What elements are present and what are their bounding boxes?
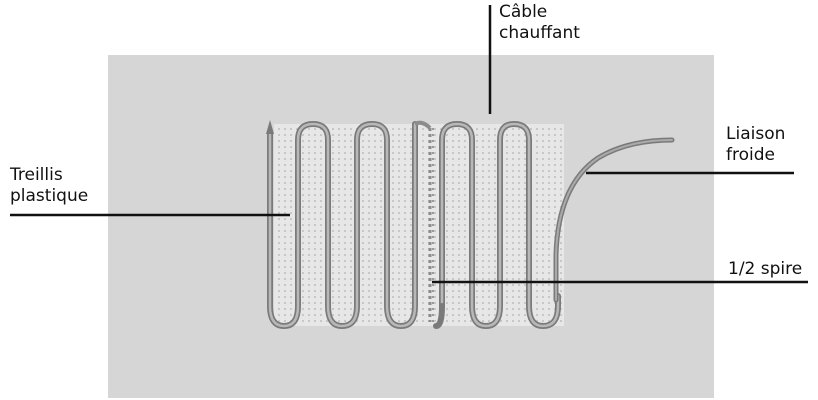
cable-label: Câble chauffant: [499, 2, 580, 44]
cable-label-line1: Câble: [499, 2, 548, 22]
cold-link-label-line2: froide: [726, 145, 775, 165]
plastic-mesh: [274, 124, 564, 326]
cable-label-line2: chauffant: [499, 23, 580, 43]
half-turn-label: 1/2 spire: [728, 259, 802, 280]
leader-lines: [10, 5, 808, 284]
cable-end-cap: [266, 120, 274, 134]
mesh-label-line2: plastique: [10, 186, 89, 206]
half-turn-label-text: 1/2 spire: [728, 259, 803, 279]
mesh-label: Treillis plastique: [10, 165, 88, 207]
heating-cable: [267, 120, 561, 330]
half-turn-section: [428, 128, 434, 322]
cold-link-label: Liaison froide: [726, 124, 785, 166]
mesh-label-line1: Treillis: [10, 165, 63, 185]
cold-link-label-line1: Liaison: [726, 124, 786, 144]
